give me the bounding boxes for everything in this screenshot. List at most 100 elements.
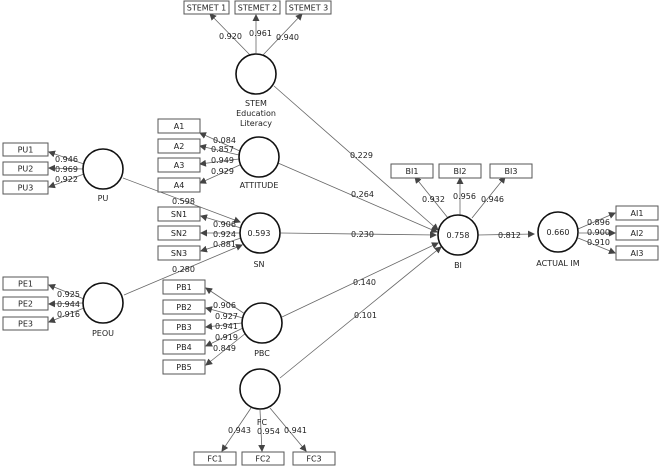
indicator-pu2[interactable]: PU2 [2, 161, 49, 176]
loading-bi2: 0.956 [453, 192, 476, 201]
indicator-pb3[interactable]: PB3 [162, 319, 206, 335]
loading-pu3: 0.922 [55, 175, 78, 184]
svg-text:PE3: PE3 [18, 320, 33, 329]
indicator-pu1[interactable]: PU1 [2, 142, 49, 157]
construct-sn[interactable] [239, 212, 281, 254]
indicator-pe2[interactable]: PE2 [2, 296, 49, 311]
coef-fc-bi: 0.101 [354, 311, 377, 320]
arrow-ai1 [577, 212, 616, 230]
indicator-bi3[interactable]: BI3 [489, 163, 533, 179]
loading-bi3: 0.946 [481, 195, 504, 204]
indicator-fc2[interactable]: FC2 [241, 451, 285, 466]
svg-text:PE2: PE2 [18, 300, 33, 309]
loading-pu2: 0.969 [55, 165, 78, 174]
loading-pe1: 0.925 [57, 290, 80, 299]
coef-pbc-bi: 0.140 [353, 278, 376, 287]
indicator-stemet-1[interactable]: STEMET 1 [183, 0, 230, 15]
loading-pb5: 0.849 [213, 344, 236, 353]
arrow-sn3 [200, 237, 242, 253]
path-fc-bi [279, 246, 442, 379]
path-stem-bi [273, 85, 439, 231]
loading-fc3: 0.941 [284, 426, 307, 435]
indicator-ai1[interactable]: AI1 [615, 205, 659, 221]
construct-actual-im[interactable] [537, 211, 579, 253]
svg-text:A2: A2 [174, 142, 185, 151]
r-squared-actual: 0.660 [547, 228, 570, 237]
construct-peou[interactable] [82, 282, 124, 324]
loading-pe3: 0.916 [57, 310, 80, 319]
indicator-bi2[interactable]: BI2 [438, 163, 482, 179]
indicator-a4[interactable]: A4 [157, 177, 201, 193]
coef-sn-bi: 0.230 [351, 230, 374, 239]
indicator-sn1[interactable]: SN1 [157, 206, 201, 222]
svg-text:STEMET 1: STEMET 1 [187, 4, 227, 13]
svg-text:A1: A1 [174, 122, 185, 131]
path-bi-actual [477, 230, 535, 238]
path-attitude-bi [277, 162, 438, 233]
svg-text:PB5: PB5 [176, 363, 191, 372]
indicator-a2[interactable]: A2 [157, 138, 201, 154]
svg-text:AI2: AI2 [631, 229, 644, 238]
construct-stem[interactable] [235, 53, 277, 95]
indicator-fc1[interactable]: FC1 [193, 451, 237, 466]
coef-bi-actual: 0.812 [498, 231, 521, 240]
svg-text:BI3: BI3 [505, 167, 518, 176]
loading-ai3: 0.910 [587, 238, 610, 247]
loading-bi1: 0.932 [422, 195, 445, 204]
svg-text:PB3: PB3 [176, 323, 191, 332]
coef-attitude-bi: 0.264 [351, 190, 374, 199]
indicator-fc3[interactable]: FC3 [292, 451, 336, 466]
indicator-pe1[interactable]: PE1 [2, 276, 49, 291]
svg-text:SN2: SN2 [171, 229, 187, 238]
construct-label-pbc: PBC [254, 349, 270, 358]
indicator-sn2[interactable]: SN2 [157, 225, 201, 241]
arrow-fc1 [221, 407, 252, 452]
loading-ai2: 0.900 [587, 228, 610, 237]
r-squared-bi: 0.758 [447, 231, 470, 240]
indicator-pu3[interactable]: PU3 [2, 180, 49, 195]
indicator-pb2[interactable]: PB2 [162, 299, 206, 315]
arrow-a4 [199, 163, 243, 184]
indicator-ai3[interactable]: AI3 [615, 245, 659, 261]
construct-attitude[interactable] [238, 136, 280, 178]
arrow-pe1 [48, 283, 85, 300]
arrow-pb4 [205, 327, 244, 347]
arrow-stem3 [262, 13, 303, 56]
indicator-a3[interactable]: A3 [157, 157, 201, 173]
coef-pu-sn: 0.598 [172, 197, 195, 206]
svg-text:FC3: FC3 [306, 455, 321, 464]
svg-text:STEMET 2: STEMET 2 [238, 4, 278, 13]
arrow-a3 [199, 158, 240, 167]
indicator-pb4[interactable]: PB4 [162, 339, 206, 355]
indicator-sn3[interactable]: SN3 [157, 245, 201, 261]
svg-text:PE1: PE1 [18, 280, 33, 289]
construct-pbc[interactable] [241, 302, 283, 344]
indicator-pb1[interactable]: PB1 [162, 279, 206, 295]
indicator-stemet-3[interactable]: STEMET 3 [285, 0, 332, 15]
svg-text:PB1: PB1 [176, 283, 191, 292]
arrow-a1 [199, 132, 243, 153]
loading-a1: 0.084 [213, 136, 236, 145]
loading-sn2: 0.924 [213, 230, 236, 239]
svg-text:BI1: BI1 [406, 167, 419, 176]
construct-pu[interactable] [82, 148, 124, 190]
construct-label-peou: PEOU [92, 329, 114, 338]
svg-text:PB4: PB4 [176, 343, 191, 352]
arrow-a2 [199, 143, 240, 156]
construct-label-sn: SN [253, 260, 264, 269]
indicator-ai2[interactable]: AI2 [615, 225, 659, 241]
indicator-pb5[interactable]: PB5 [162, 359, 206, 375]
loading-pb4: 0.919 [215, 333, 238, 342]
indicator-a1[interactable]: A1 [157, 118, 201, 134]
indicator-pe3[interactable]: PE3 [2, 316, 49, 331]
construct-fc[interactable] [239, 368, 281, 410]
svg-text:PB2: PB2 [176, 303, 191, 312]
arrow-pb1 [205, 287, 246, 315]
construct-bi[interactable] [437, 214, 479, 256]
indicator-bi1[interactable]: BI1 [390, 163, 434, 179]
path-sn-bi [280, 231, 437, 239]
construct-label-bi: BI [454, 261, 462, 270]
indicator-stemet-2[interactable]: STEMET 2 [234, 0, 281, 15]
arrow-fc2 [258, 409, 266, 452]
path-peou-sn [123, 244, 243, 296]
